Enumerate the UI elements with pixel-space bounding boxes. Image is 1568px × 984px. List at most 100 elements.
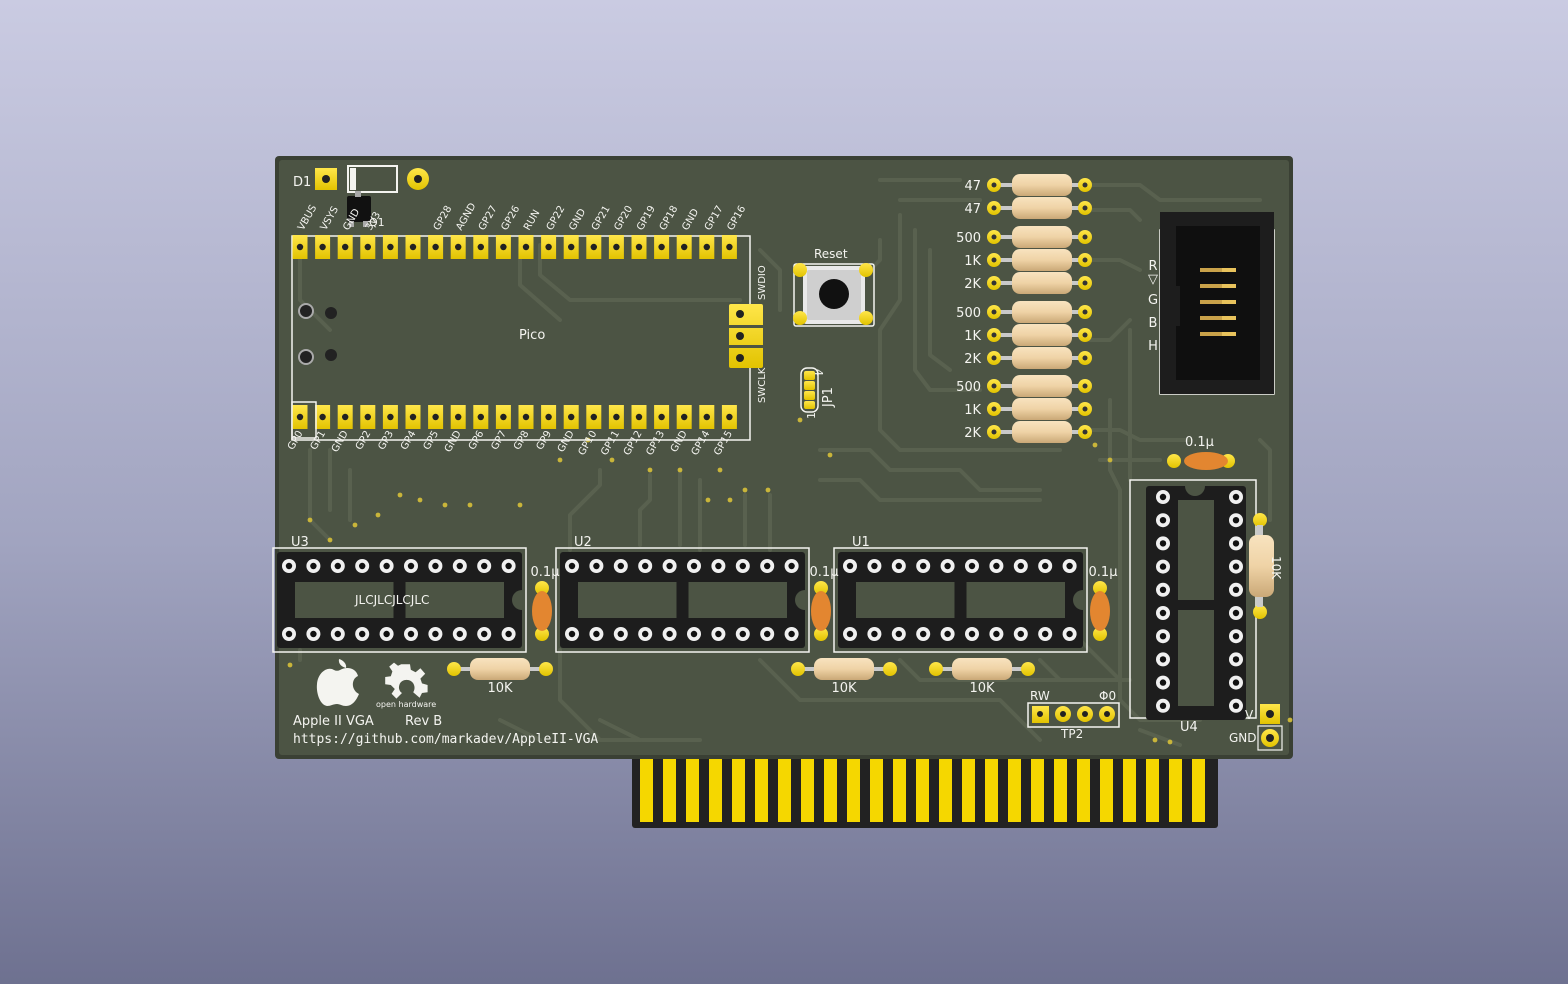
socket-pin-hole bbox=[715, 630, 722, 638]
pico-pad-hole bbox=[432, 413, 439, 421]
via bbox=[557, 457, 563, 463]
socket-pin-hole bbox=[1017, 630, 1024, 638]
pico-pad-hole bbox=[387, 413, 394, 421]
pico-pad-hole bbox=[590, 243, 597, 251]
pico-pad-hole bbox=[658, 243, 665, 251]
socket-pin-hole bbox=[456, 630, 463, 638]
resistor-label: 500 bbox=[956, 306, 981, 321]
pico-pad-hole bbox=[296, 243, 304, 251]
socket-label: U1 bbox=[852, 535, 870, 550]
pico-pad-hole bbox=[500, 413, 507, 421]
tp2-left-label: RW bbox=[1030, 689, 1050, 703]
testpoint-tp2: RW Φ0 TP2 bbox=[1027, 689, 1120, 741]
pico-pad-hole bbox=[703, 413, 710, 421]
vga-pin bbox=[1200, 284, 1236, 288]
pico-pad-hole bbox=[522, 243, 530, 251]
socket-pin-hole bbox=[617, 562, 624, 570]
project-url: https://github.com/markadev/AppleII-VGA bbox=[293, 732, 598, 747]
edge-finger bbox=[870, 758, 883, 822]
edge-finger bbox=[1192, 758, 1205, 822]
edge-finger bbox=[778, 758, 791, 822]
via bbox=[1092, 442, 1098, 448]
socket-pin-hole bbox=[846, 630, 854, 638]
socket-pin-hole bbox=[1042, 630, 1049, 638]
pico-pad-hole bbox=[387, 243, 394, 251]
resistor bbox=[987, 226, 1092, 248]
via bbox=[1167, 739, 1173, 745]
vga-pin bbox=[1222, 268, 1236, 272]
edge-finger bbox=[801, 758, 814, 822]
vga-pin bbox=[1200, 316, 1236, 320]
socket-pin-hole bbox=[568, 562, 576, 570]
jp1-pin4: 4 bbox=[812, 369, 825, 376]
socket-pin-hole bbox=[715, 562, 722, 570]
pico-label: Pico bbox=[519, 328, 545, 343]
power-pads: V GND bbox=[1229, 704, 1283, 751]
socket-pin-hole bbox=[505, 562, 512, 570]
via bbox=[742, 487, 748, 493]
pico-pad-hole bbox=[500, 243, 507, 251]
socket-pin-hole bbox=[456, 562, 463, 570]
socket-pin-hole bbox=[593, 562, 600, 570]
swclk-label: SWCLK bbox=[757, 367, 768, 403]
capacitor-label: 0.1µ bbox=[531, 565, 560, 580]
apple-logo-icon bbox=[316, 659, 359, 706]
socket-pin-hole bbox=[1159, 609, 1167, 617]
socket-pin-hole bbox=[1232, 540, 1240, 547]
resistor-label: 500 bbox=[956, 231, 981, 246]
vga-signal-label: G bbox=[1148, 293, 1158, 308]
socket-pin-hole bbox=[1232, 609, 1240, 617]
socket-pin-hole bbox=[968, 630, 976, 638]
vga-signal-label: R bbox=[1148, 259, 1157, 274]
socket-pin-hole bbox=[285, 630, 293, 638]
vertical-resistor-label: 10K bbox=[1269, 556, 1283, 580]
socket-pin-hole bbox=[1159, 586, 1167, 593]
edge-finger bbox=[893, 758, 906, 822]
capacitor bbox=[811, 581, 831, 641]
socket-pin-hole bbox=[593, 630, 600, 638]
resistor bbox=[987, 174, 1092, 196]
socket-pin-hole bbox=[1159, 679, 1167, 686]
capacitor bbox=[1090, 581, 1110, 641]
socket-pin-hole bbox=[432, 630, 439, 638]
resistor bbox=[987, 249, 1092, 271]
resistor-label: 10K bbox=[831, 681, 857, 696]
vga-pin bbox=[1222, 332, 1236, 336]
socket-pin-hole bbox=[1159, 493, 1167, 501]
via bbox=[517, 502, 523, 508]
edge-finger bbox=[1054, 758, 1067, 822]
socket-pin-hole bbox=[666, 562, 673, 570]
swdio-label: SWDIO bbox=[757, 265, 768, 300]
socket-pin-hole bbox=[1232, 493, 1240, 501]
socket-pin-hole bbox=[617, 630, 624, 638]
pico-pad-hole bbox=[342, 243, 349, 251]
capacitor bbox=[532, 581, 552, 641]
jumper-jp1: 4 1 JP1 bbox=[800, 367, 836, 419]
pico-pad-hole bbox=[635, 413, 643, 421]
resistor bbox=[987, 272, 1092, 294]
edge-finger bbox=[916, 758, 929, 822]
resistor bbox=[987, 421, 1092, 443]
pico-top-pins bbox=[292, 235, 737, 259]
power-gnd-label: GND bbox=[1229, 731, 1257, 745]
socket-pin-hole bbox=[764, 630, 771, 638]
revision: Rev B bbox=[405, 714, 442, 729]
edge-finger bbox=[847, 758, 860, 822]
resistor bbox=[987, 375, 1092, 397]
resistor bbox=[987, 347, 1092, 369]
resistor-label: 10K bbox=[487, 681, 513, 696]
edge-finger bbox=[663, 758, 676, 822]
chip-socket-u4: U4 bbox=[1129, 479, 1257, 735]
resistor-label: 2K bbox=[964, 352, 981, 367]
open-hardware-icon: open hardware bbox=[376, 662, 436, 709]
socket-pin-hole bbox=[285, 562, 293, 570]
socket-pin-hole bbox=[1232, 633, 1240, 640]
pico-pad-hole bbox=[590, 413, 597, 421]
socket-pin-hole bbox=[568, 630, 576, 638]
socket-pin-hole bbox=[1159, 540, 1167, 547]
pico-pad-hole bbox=[703, 243, 710, 251]
socket-pin-hole bbox=[310, 630, 317, 638]
